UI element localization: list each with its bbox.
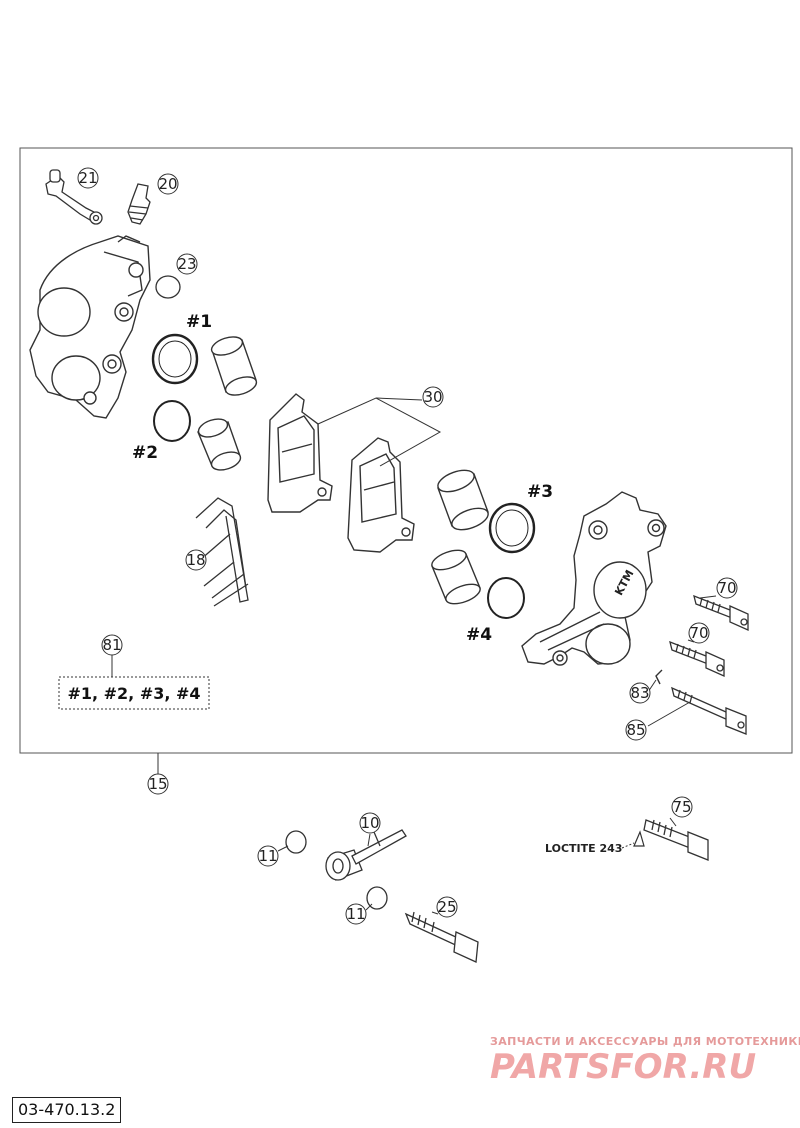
long-bolt-part-85 bbox=[671, 686, 747, 735]
callout-15: 15 bbox=[147, 773, 169, 795]
caliper-right-half bbox=[521, 491, 667, 666]
callout-70-lower-label: 70 bbox=[689, 624, 708, 642]
callout-20: 20 bbox=[157, 173, 179, 195]
caliper-group-frame bbox=[19, 147, 793, 754]
bleeder-cap-part-21 bbox=[45, 169, 103, 225]
callout-70-upper-label: 70 bbox=[717, 579, 736, 597]
callout-18: 18 bbox=[185, 549, 207, 571]
diagram-code: 03-470.13.2 bbox=[12, 1097, 122, 1123]
callout-20-label: 20 bbox=[158, 175, 177, 193]
loctite-leader bbox=[621, 842, 635, 849]
callout-15-label: 15 bbox=[148, 775, 167, 793]
brake-pad-inner bbox=[267, 393, 333, 513]
callout-10-label: 10 bbox=[360, 814, 379, 832]
washer-part-83 bbox=[655, 669, 663, 685]
seal-4 bbox=[487, 577, 525, 619]
callout-11-upper-label: 11 bbox=[258, 847, 277, 865]
callout-85-label: 85 bbox=[626, 721, 645, 739]
caliper-left-half bbox=[29, 235, 151, 419]
seal-mark-3: #3 bbox=[527, 482, 553, 502]
callout-11-lower: 11 bbox=[345, 903, 367, 925]
callout-83: 83 bbox=[629, 682, 651, 704]
callout-30-label: 30 bbox=[423, 388, 442, 406]
piston-lower-right bbox=[431, 549, 481, 605]
callout-21-label: 21 bbox=[78, 169, 97, 187]
watermark-brand: PARTSFOR.RU bbox=[490, 1047, 756, 1087]
copper-washer-part-11-upper bbox=[285, 830, 307, 854]
callout-21: 21 bbox=[77, 167, 99, 189]
callout-11-upper: 11 bbox=[257, 845, 279, 867]
callout-23: 23 bbox=[176, 253, 198, 275]
seal-mark-2: #2 bbox=[132, 443, 158, 463]
seal-mark-1: #1 bbox=[186, 312, 212, 332]
repair-kit-box: #1, #2, #3, #4 bbox=[58, 655, 210, 710]
bolt-part-70-lower bbox=[669, 640, 725, 678]
callout-75: 75 bbox=[671, 796, 693, 818]
spring-clip-part-18 bbox=[195, 497, 249, 607]
bolt-part-75 bbox=[643, 819, 709, 861]
callout-18-label: 18 bbox=[186, 551, 205, 569]
callout-10: 10 bbox=[359, 812, 381, 834]
piston-upper-right bbox=[437, 469, 489, 531]
o-ring-part-23 bbox=[155, 275, 181, 299]
bleed-screw-part-20 bbox=[127, 183, 151, 225]
repair-kit-label: #1, #2, #3, #4 bbox=[67, 684, 200, 703]
piston-lower-left bbox=[197, 418, 242, 471]
seal-mark-4: #4 bbox=[466, 625, 492, 645]
callout-11-lower-label: 11 bbox=[346, 905, 365, 923]
callout-70-lower: 70 bbox=[688, 622, 710, 644]
copper-washer-part-11-lower bbox=[366, 886, 388, 910]
callout-81-label: 81 bbox=[102, 636, 121, 654]
callout-75-label: 75 bbox=[672, 798, 691, 816]
banjo-bolt-part-25 bbox=[404, 911, 479, 963]
banjo-line-part-10 bbox=[325, 829, 407, 881]
seal-3 bbox=[488, 502, 536, 554]
loctite-note: LOCTITE 243 bbox=[545, 842, 622, 855]
callout-30-leader bbox=[317, 397, 442, 467]
callout-81: 81 bbox=[101, 634, 123, 656]
bolt-part-70-upper bbox=[693, 594, 749, 632]
loctite-drop-marker bbox=[633, 830, 645, 847]
lower-callout-leaders bbox=[277, 595, 717, 915]
callout-25: 25 bbox=[436, 896, 458, 918]
seal-2 bbox=[153, 400, 191, 442]
watermark-tagline: ЗАПЧАСТИ И АКСЕССУАРЫ ДЛЯ МОТОТЕХНИКИ bbox=[490, 1035, 800, 1048]
callout-23-label: 23 bbox=[177, 255, 196, 273]
callout-25-label: 25 bbox=[437, 898, 456, 916]
piston-upper-left bbox=[210, 336, 258, 396]
callout-85: 85 bbox=[625, 719, 647, 741]
brake-pad-outer bbox=[347, 437, 415, 553]
callout-30: 30 bbox=[422, 386, 444, 408]
callout-83-85-leaders bbox=[647, 679, 691, 727]
seal-1 bbox=[151, 333, 199, 385]
callout-70-upper: 70 bbox=[716, 577, 738, 599]
callout-83-label: 83 bbox=[630, 684, 649, 702]
